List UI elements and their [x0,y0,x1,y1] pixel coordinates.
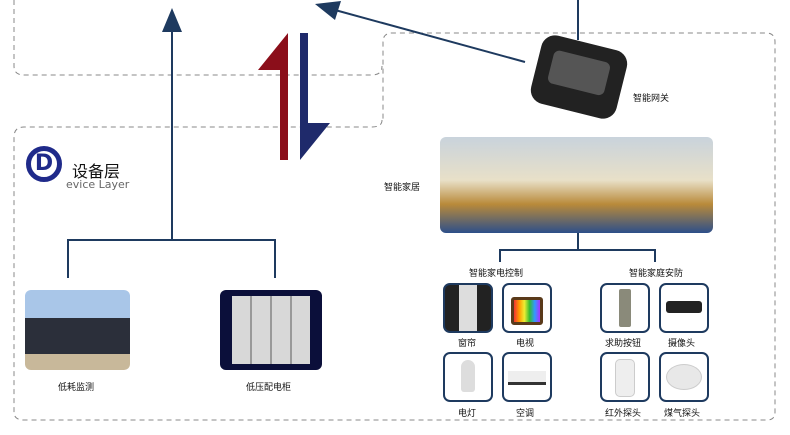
ac-icon[interactable] [502,352,552,402]
group-label: 智能家电控制 [469,269,524,279]
camera-icon[interactable] [659,283,709,333]
logo-circle: D [26,146,62,182]
arrow-up-head [162,8,182,32]
gateway-label: 智能网关 [633,94,670,104]
infrared-sensor-icon[interactable] [600,352,650,402]
switchgear-image [220,290,322,370]
curtain-icon[interactable] [443,283,493,333]
item-label: 窗帘 [458,339,477,349]
item-label: 摄像头 [668,339,696,349]
layer-title: 设备层 [72,162,121,181]
device-layer-border [13,32,776,421]
red-up-arrow [258,33,288,160]
group-label: 智能家庭安防 [629,269,684,279]
help-button-icon[interactable] [600,283,650,333]
smart-home-label: 智能家居 [384,183,421,193]
item-label: 空调 [516,409,535,419]
item-label: 红外探头 [605,409,642,419]
device-layer-logo: D 设备层 evice Layer [26,146,156,196]
item-label: 电灯 [458,409,477,419]
gas-detector-icon[interactable] [659,352,709,402]
item-label: 电视 [516,339,535,349]
blue-down-arrow [300,33,330,160]
item-label: 煤气探头 [664,409,701,419]
item-label: 求助按钮 [605,339,642,349]
device-label: 低耗监测 [58,383,95,393]
tv-icon[interactable] [502,283,552,333]
solar-panel-image [25,290,130,370]
smart-home-image [440,137,713,233]
arrow-gateway-head [315,1,341,20]
layer-subtitle: evice Layer [66,178,130,191]
top-layer-border [13,0,383,76]
bulb-icon[interactable] [443,352,493,402]
device-label: 低压配电柜 [246,383,292,393]
